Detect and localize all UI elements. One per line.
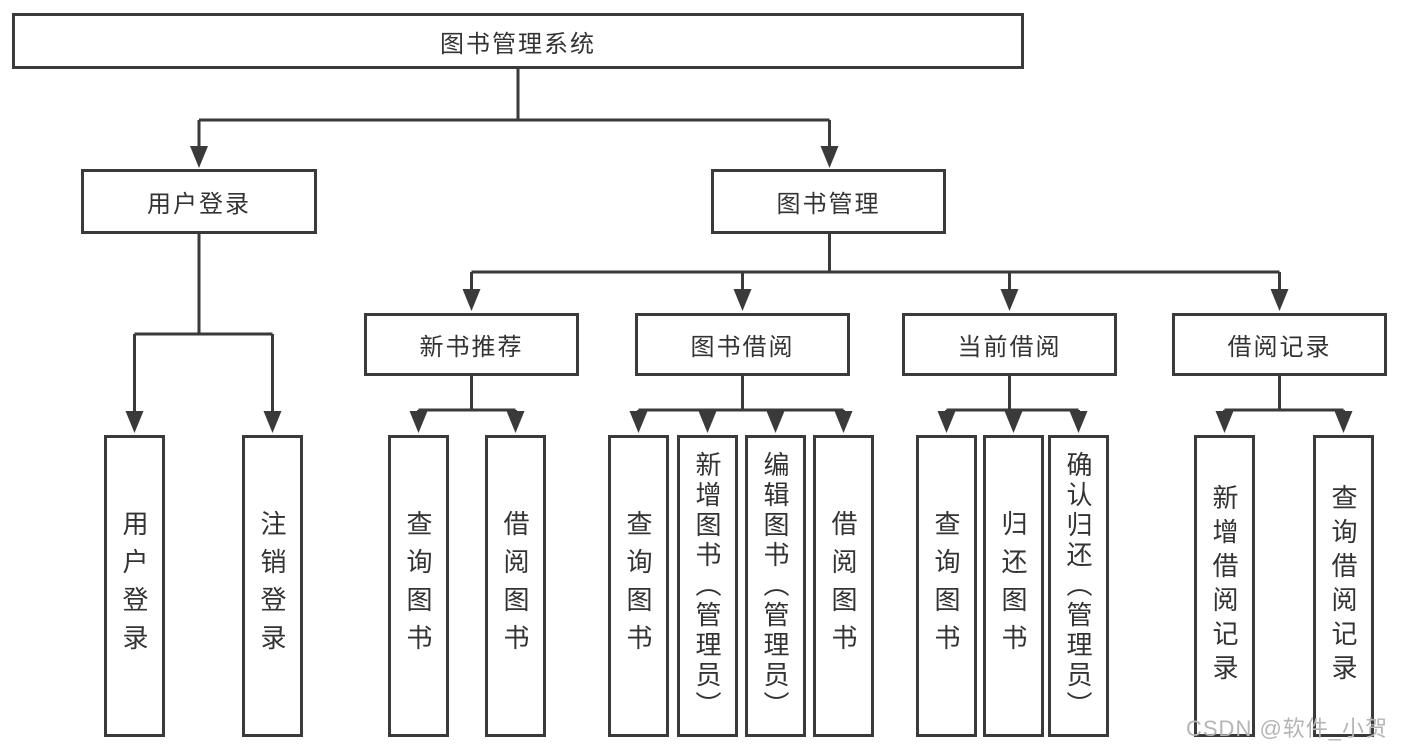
node-leaf-query-books-1: 查询图书	[388, 435, 449, 737]
node-book-management: 图书管理	[711, 169, 946, 234]
node-root-system: 图书管理系统	[12, 13, 1024, 69]
node-leaf-add-borrow-record: 新增借阅记录	[1194, 435, 1255, 737]
node-new-book-recommend: 新书推荐	[364, 313, 579, 376]
node-leaf-query-books-3: 查询图书	[916, 435, 977, 737]
connector-login-to-children	[125, 234, 282, 433]
node-leaf-confirm-return-admin: 确认归还（管理员）	[1048, 435, 1109, 737]
connector-records-to-children	[1215, 376, 1353, 433]
node-leaf-borrow-books-2: 借阅图书	[813, 435, 874, 737]
connector-newbooks-to-children	[409, 376, 525, 433]
node-user-login: 用户登录	[81, 169, 317, 234]
node-leaf-query-borrow-record: 查询借阅记录	[1313, 435, 1374, 737]
node-leaf-add-book-admin: 新增图书（管理员）	[677, 435, 738, 737]
node-leaf-logout: 注销登录	[242, 435, 303, 737]
node-leaf-user-login: 用户登录	[104, 435, 165, 737]
node-borrow-records: 借阅记录	[1172, 313, 1387, 376]
node-book-borrow: 图书借阅	[635, 313, 850, 376]
node-leaf-borrow-books-1: 借阅图书	[485, 435, 546, 737]
node-leaf-edit-book-admin: 编辑图书（管理员）	[745, 435, 806, 737]
connector-current-to-children	[937, 376, 1088, 433]
connector-root-to-level2	[190, 69, 839, 168]
node-current-borrow: 当前借阅	[902, 313, 1117, 376]
node-leaf-query-books-2: 查询图书	[608, 435, 669, 737]
csdn-watermark: CSDN @软件_小贺同学	[1186, 716, 1389, 741]
connector-borrow-to-children	[629, 376, 853, 433]
node-leaf-return-book: 归还图书	[983, 435, 1044, 737]
connector-mgmt-to-sections	[462, 232, 1289, 311]
